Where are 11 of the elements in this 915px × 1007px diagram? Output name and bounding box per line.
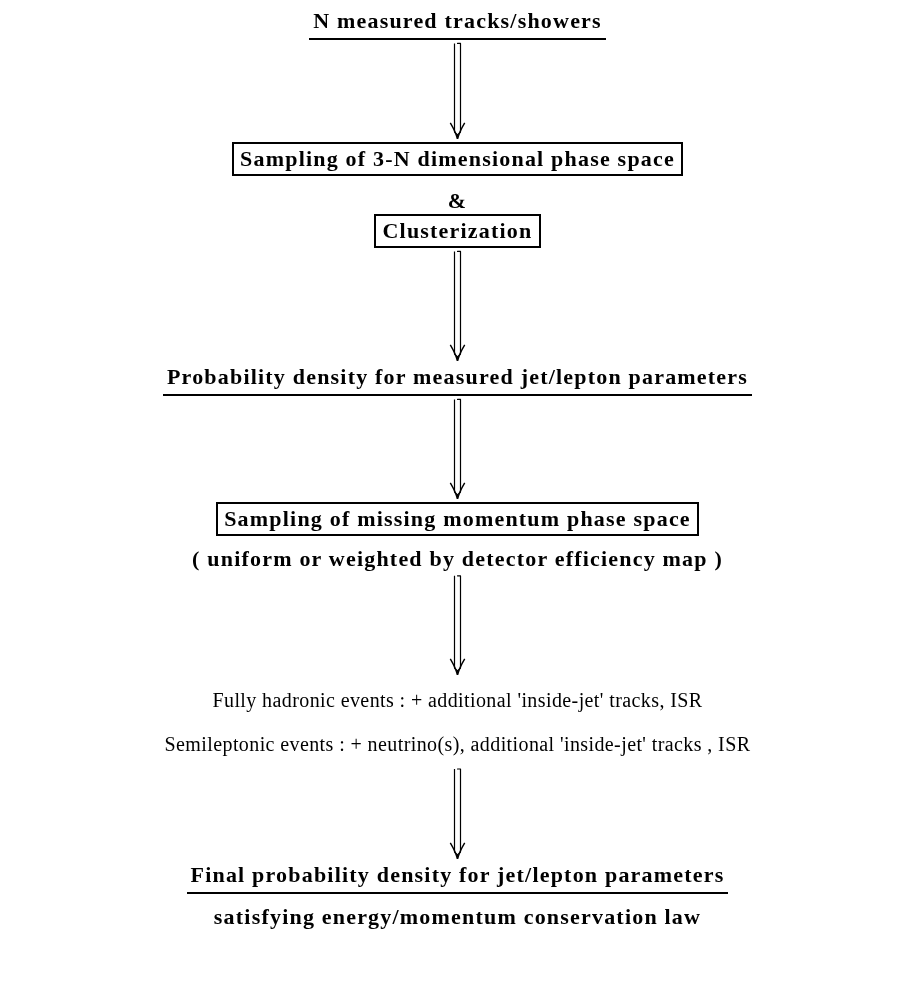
process-box: Clusterization: [374, 214, 541, 249]
subheading: satisfying energy/momentum conservation law: [213, 904, 702, 931]
ampersand-label: &: [446, 188, 469, 215]
text-line: Fully hadronic events : + additional 'inside-jet' tracks, ISR: [212, 688, 703, 712]
underlined-heading: Final probability density for jet/lepton parameters: [186, 862, 729, 895]
process-box: Sampling of missing momentum phase space: [216, 502, 699, 537]
underlined-heading: N measured tracks/showers: [309, 8, 606, 41]
text-line: Semileptonic events : + neutrino(s), additional 'inside-jet' tracks , ISR: [164, 732, 751, 756]
underlined-heading: Probability density for measured jet/lepton parameters: [162, 364, 753, 397]
note-text: ( uniform or weighted by detector efficiency map ): [192, 546, 723, 573]
process-box: Sampling of 3-N dimensional phase space: [232, 142, 683, 177]
